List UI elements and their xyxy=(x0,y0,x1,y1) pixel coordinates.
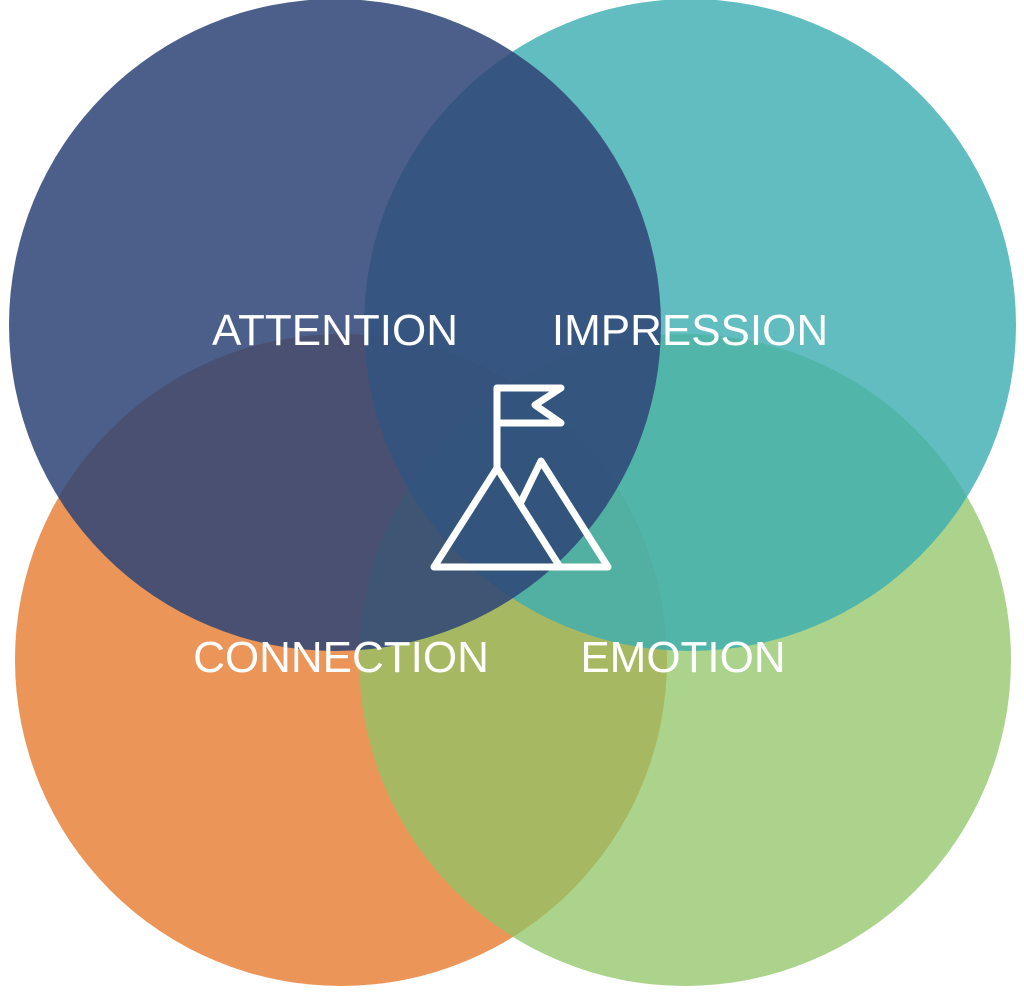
mountain-flag-icon xyxy=(430,384,612,571)
circle-attention xyxy=(9,0,661,651)
label-connection: CONNECTION xyxy=(193,633,489,682)
label-emotion: EMOTION xyxy=(580,633,785,682)
label-impression: IMPRESSION xyxy=(552,306,828,355)
label-attention: ATTENTION xyxy=(212,306,458,355)
